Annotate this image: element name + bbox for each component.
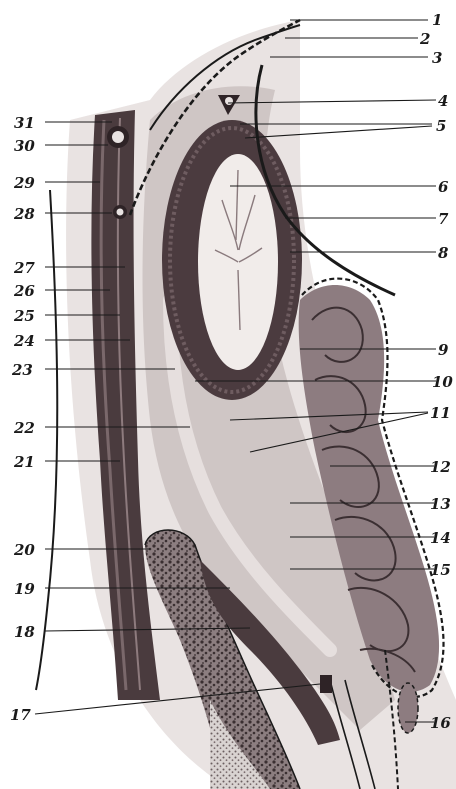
callout-14: 14 xyxy=(430,529,451,547)
illustration xyxy=(36,20,456,789)
callout-2: 2 xyxy=(419,30,430,48)
callout-3: 3 xyxy=(432,49,442,67)
callout-15: 15 xyxy=(430,561,451,579)
callout-7: 7 xyxy=(438,210,449,228)
small-vessel-lumen xyxy=(225,97,233,105)
callout-31: 31 xyxy=(14,114,35,132)
callout-10: 10 xyxy=(432,373,453,391)
callout-29: 29 xyxy=(13,174,35,192)
callout-8: 8 xyxy=(438,244,449,262)
callout-23: 23 xyxy=(11,361,33,379)
callout-20: 20 xyxy=(13,541,35,559)
callout-21: 21 xyxy=(13,453,35,471)
callout-28: 28 xyxy=(13,205,35,223)
callout-4: 4 xyxy=(438,92,448,110)
callout-27: 27 xyxy=(13,259,35,277)
callout-12: 12 xyxy=(430,458,451,476)
callout-6: 6 xyxy=(438,178,449,196)
callout-18: 18 xyxy=(14,623,35,641)
lower-small-vessel xyxy=(320,675,332,693)
small-lower-loop xyxy=(398,683,418,733)
callout-19: 19 xyxy=(14,580,35,598)
callout-22: 22 xyxy=(13,419,35,437)
callout-5: 5 xyxy=(436,117,446,135)
left-boundary-line xyxy=(36,190,57,690)
callout-9: 9 xyxy=(438,341,449,359)
callout-24: 24 xyxy=(13,332,35,350)
callout-1: 1 xyxy=(432,11,442,29)
vessel-circle-lower-lumen xyxy=(117,209,124,216)
vessel-circle-upper-lumen xyxy=(112,131,124,143)
callout-26: 26 xyxy=(13,282,35,300)
callout-25: 25 xyxy=(13,307,35,325)
callout-17: 17 xyxy=(10,706,31,724)
callout-16: 16 xyxy=(430,714,451,732)
callout-13: 13 xyxy=(430,495,451,513)
callout-11: 11 xyxy=(430,404,451,422)
callout-30: 30 xyxy=(14,137,35,155)
